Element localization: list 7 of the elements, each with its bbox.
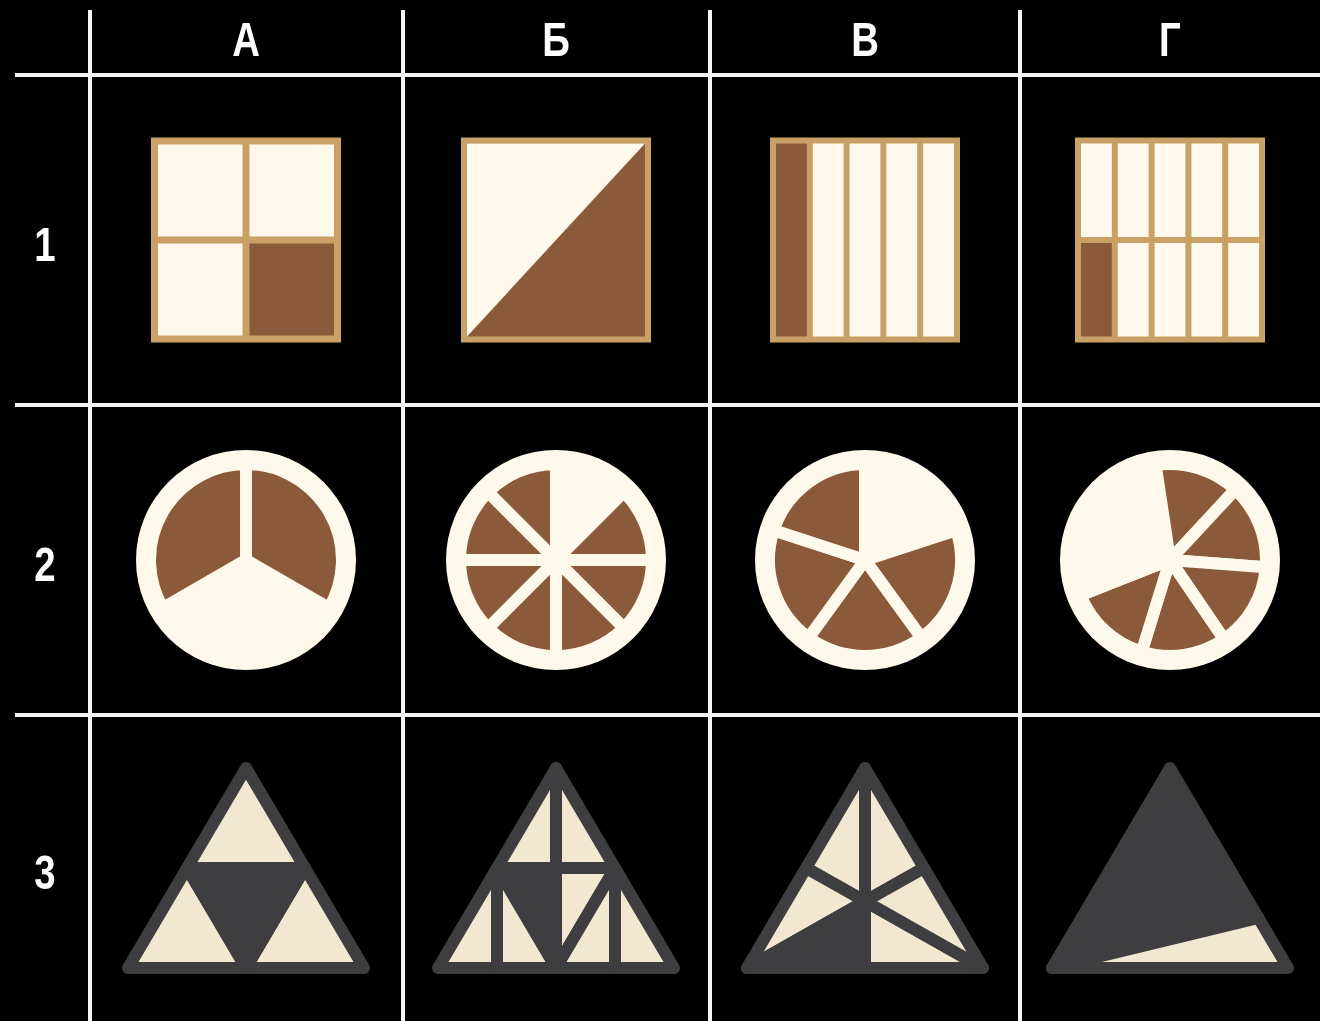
column-header: Б <box>541 12 571 68</box>
row-number: 1 <box>33 217 57 273</box>
column-header: А <box>231 12 261 68</box>
column-header: Г <box>1158 12 1182 68</box>
row-number: 3 <box>33 845 57 901</box>
row-number: 2 <box>33 537 57 593</box>
column-header: В <box>850 12 880 68</box>
